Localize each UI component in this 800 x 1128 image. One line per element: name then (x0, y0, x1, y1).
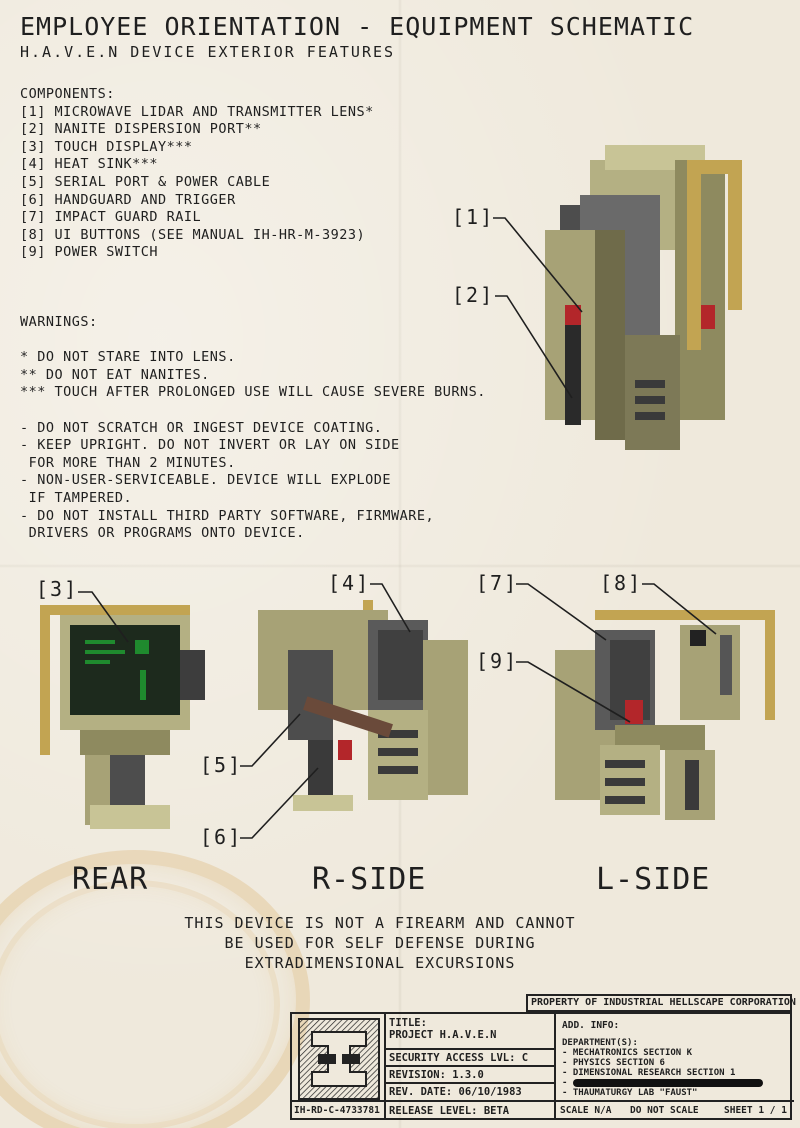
company-logo-icon (298, 1018, 380, 1100)
document-id: IH-RD-C-4733781 (294, 1105, 380, 1116)
callout-label-9: [9] (476, 649, 519, 673)
disclaimer-line: EXTRADIMENSIONAL EXCURSIONS (244, 954, 516, 972)
components-list: COMPONENTS: [1] MICROWAVE LIDAR AND TRAN… (20, 86, 374, 262)
revision-date: REV. DATE: 06/10/1983 (389, 1086, 522, 1098)
callout-label-2: [2] (452, 283, 495, 307)
title-label: TITLE: (389, 1017, 427, 1029)
callout-label-3: [3] (36, 577, 79, 601)
warnings-heading: WARNINGS: (20, 314, 98, 330)
coffee-stain (0, 880, 280, 1128)
device-left-side-view (555, 610, 780, 830)
department-item-redacted: - (562, 1078, 763, 1088)
component-item: [8] UI BUTTONS (SEE MANUAL IH-HR-M-3923) (20, 226, 366, 243)
device-front-view (535, 140, 755, 450)
view-label-left-side: L-SIDE (596, 862, 711, 897)
component-item: [4] HEAT SINK*** (20, 156, 159, 173)
disclaimer: THIS DEVICE IS NOT A FIREARM AND CANNOT … (130, 913, 630, 973)
title-block-frame: IH-RD-C-4733781 TITLE: PROJECT H.A.V.E.N… (290, 1012, 794, 1120)
warning-rule: - NON-USER-SERVICEABLE. DEVICE WILL EXPL… (20, 472, 391, 489)
disclaimer-line: THIS DEVICE IS NOT A FIREARM AND CANNOT (184, 914, 576, 932)
warning-note: *** TOUCH AFTER PROLONGED USE WILL CAUSE… (20, 384, 486, 401)
components-heading: COMPONENTS: (20, 86, 115, 102)
view-label-rear: REAR (72, 862, 149, 897)
warning-rule: DRIVERS OR PROGRAMS ONTO DEVICE. (20, 525, 305, 542)
page-title: EMPLOYEE ORIENTATION - EQUIPMENT SCHEMAT… (20, 12, 695, 41)
warning-rule: - KEEP UPRIGHT. DO NOT INVERT OR LAY ON … (20, 437, 400, 454)
callout-label-1: [1] (452, 205, 495, 229)
redaction-bar (572, 1078, 763, 1087)
department-item: - MECHATRONICS SECTION K (562, 1048, 693, 1058)
callout-label-6: [6] (200, 825, 243, 849)
component-item: [3] TOUCH DISPLAY*** (20, 138, 193, 155)
callout-label-4: [4] (328, 571, 371, 595)
security-level: SECURITY ACCESS LVL: C (389, 1052, 529, 1064)
component-item: [9] POWER SWITCH (20, 244, 159, 261)
device-rear-view (40, 605, 210, 835)
department-item: - THAUMATURGY LAB "FAUST" (562, 1088, 698, 1098)
warning-rule: - DO NOT SCRATCH OR INGEST DEVICE COATIN… (20, 419, 383, 436)
revision: REVISION: 1.3.0 (389, 1069, 484, 1081)
warning-note: ** DO NOT EAT NANITES. (20, 366, 210, 383)
callout-label-5: [5] (200, 753, 243, 777)
sheet-number: SHEET 1 / 1 (724, 1105, 787, 1116)
department-item: - PHYSICS SECTION 6 (562, 1058, 665, 1068)
property-banner: PROPERTY OF INDUSTRIAL HELLSCAPE CORPORA… (526, 994, 796, 1012)
warning-rule: FOR MORE THAN 2 MINUTES. (20, 454, 236, 471)
callout-label-7: [7] (476, 571, 519, 595)
callout-label-8: [8] (600, 571, 643, 595)
department-item: - (562, 1078, 568, 1088)
additional-info-label: ADD. INFO: (562, 1020, 620, 1031)
warnings-list: WARNINGS: * DO NOT STARE INTO LENS. ** D… (20, 314, 486, 543)
disclaimer-line: BE USED FOR SELF DEFENSE DURING (224, 934, 536, 952)
component-item: [7] IMPACT GUARD RAIL (20, 209, 202, 226)
scale-label: SCALE N/A (560, 1105, 612, 1116)
warning-rule: - DO NOT INSTALL THIRD PARTY SOFTWARE, F… (20, 507, 435, 524)
warning-note: * DO NOT STARE INTO LENS. (20, 349, 236, 366)
component-item: [6] HANDGUARD AND TRIGGER (20, 191, 236, 208)
view-label-right-side: R-SIDE (312, 862, 427, 897)
component-item: [5] SERIAL PORT & POWER CABLE (20, 173, 271, 190)
device-right-side-view (258, 600, 473, 815)
page-subtitle: H.A.V.E.N DEVICE EXTERIOR FEATURES (20, 43, 396, 61)
warning-rule: IF TAMPERED. (20, 489, 133, 506)
title-value: PROJECT H.A.V.E.N (389, 1029, 497, 1041)
component-item: [2] NANITE DISPERSION PORT** (20, 121, 262, 138)
departments-label: DEPARTMENT(S): (562, 1038, 638, 1048)
component-item: [1] MICROWAVE LIDAR AND TRANSMITTER LENS… (20, 103, 374, 120)
do-not-scale-label: DO NOT SCALE (630, 1105, 699, 1116)
release-level: RELEASE LEVEL: BETA (389, 1105, 510, 1117)
title-block: PROPERTY OF INDUSTRIAL HELLSCAPE CORPORA… (290, 994, 796, 1120)
department-item: - DIMENSIONAL RESEARCH SECTION 1 (562, 1068, 736, 1078)
